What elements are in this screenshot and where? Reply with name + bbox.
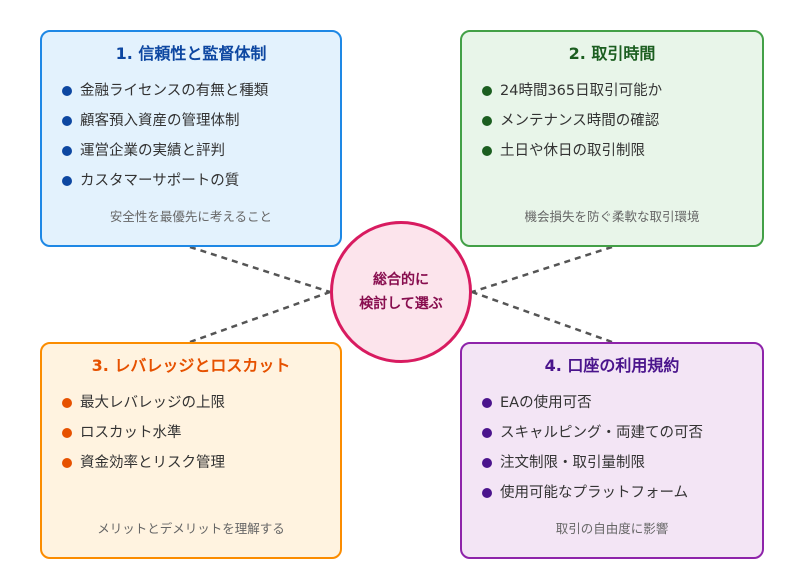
list-item: EAの使用可否 [482,388,742,418]
list-item: ロスカット水準 [62,418,320,448]
list-item: 最大レバレッジの上限 [62,388,320,418]
bullet-icon [482,398,492,408]
center-text-line1: 総合的に [373,272,429,288]
connector-line-1 [189,245,331,294]
item-list: EAの使用可否 スキャルピング・両建ての可否 注文制限・取引量制限 使用可能なプ… [482,388,742,508]
item-list: 最大レバレッジの上限 ロスカット水準 資金効率とリスク管理 [62,388,320,478]
list-item: スキャルピング・両建ての可否 [482,418,742,448]
item-list: 金融ライセンスの有無と種類 顧客預入資産の管理体制 運営企業の実績と評判 カスタ… [62,76,320,196]
bullet-icon [482,428,492,438]
bullet-icon [482,86,492,96]
bullet-icon [62,458,72,468]
item-text: ロスカット水準 [80,425,182,441]
list-item: 運営企業の実績と評判 [62,136,320,166]
item-text: 運営企業の実績と評判 [80,143,225,159]
connector-line-4 [471,290,613,344]
connector-line-2 [471,245,613,294]
list-item: 注文制限・取引量制限 [482,448,742,478]
box-title: 3. レバレッジとロスカット [91,356,291,375]
box-note: 安全性を最優先に考えること [109,209,273,224]
list-item: 資金効率とリスク管理 [62,448,320,478]
item-text: カスタマーサポートの質 [80,173,240,189]
item-text: 24時間365日取引可能か [500,83,663,99]
item-text: メンテナンス時間の確認 [500,113,660,129]
box-title: 1. 信頼性と監督体制 [115,44,267,63]
list-item: メンテナンス時間の確認 [482,106,742,136]
center-text-line2: 検討して選ぶ [359,296,443,312]
bullet-icon [62,146,72,156]
bullet-icon [62,398,72,408]
list-item: 24時間365日取引可能か [482,76,742,106]
box-title: 4. 口座の利用規約 [544,356,680,375]
bullet-icon [62,176,72,186]
item-list: 24時間365日取引可能か メンテナンス時間の確認 土日や休日の取引制限 [482,76,742,166]
item-text: 使用可能なプラットフォーム [500,485,689,501]
item-text: 注文制限・取引量制限 [500,455,645,471]
box-leverage-losscut: 3. レバレッジとロスカット 最大レバレッジの上限 ロスカット水準 資金効率とリ… [40,342,342,559]
bullet-icon [482,146,492,156]
list-item: 土日や休日の取引制限 [482,136,742,166]
item-text: 最大レバレッジの上限 [80,395,225,411]
box-trading-hours: 2. 取引時間 24時間365日取引可能か メンテナンス時間の確認 土日や休日の… [460,30,764,247]
box-title: 2. 取引時間 [568,44,656,63]
list-item: 顧客預入資産の管理体制 [62,106,320,136]
bullet-icon [62,86,72,96]
box-note: 取引の自由度に影響 [555,521,669,536]
list-item: 金融ライセンスの有無と種類 [62,76,320,106]
box-account-terms: 4. 口座の利用規約 EAの使用可否 スキャルピング・両建ての可否 注文制限・取… [460,342,764,559]
connector-line-3 [189,290,331,344]
list-item: カスタマーサポートの質 [62,166,320,196]
item-text: 金融ライセンスの有無と種類 [80,83,269,99]
bullet-icon [62,116,72,126]
box-note: メリットとデメリットを理解する [97,521,285,536]
item-text: EAの使用可否 [500,395,592,411]
bullet-icon [482,458,492,468]
bullet-icon [482,116,492,126]
box-note: 機会損失を防ぐ柔軟な取引環境 [524,209,700,224]
bullet-icon [482,488,492,498]
bullet-icon [62,428,72,438]
item-text: 顧客預入資産の管理体制 [80,113,240,129]
box-trust-supervision: 1. 信頼性と監督体制 金融ライセンスの有無と種類 顧客預入資産の管理体制 運営… [40,30,342,247]
item-text: 土日や休日の取引制限 [500,143,645,159]
item-text: スキャルピング・両建ての可否 [500,425,703,441]
list-item: 使用可能なプラットフォーム [482,478,742,508]
item-text: 資金効率とリスク管理 [80,455,225,471]
center-circle: 総合的に 検討して選ぶ [330,221,472,363]
